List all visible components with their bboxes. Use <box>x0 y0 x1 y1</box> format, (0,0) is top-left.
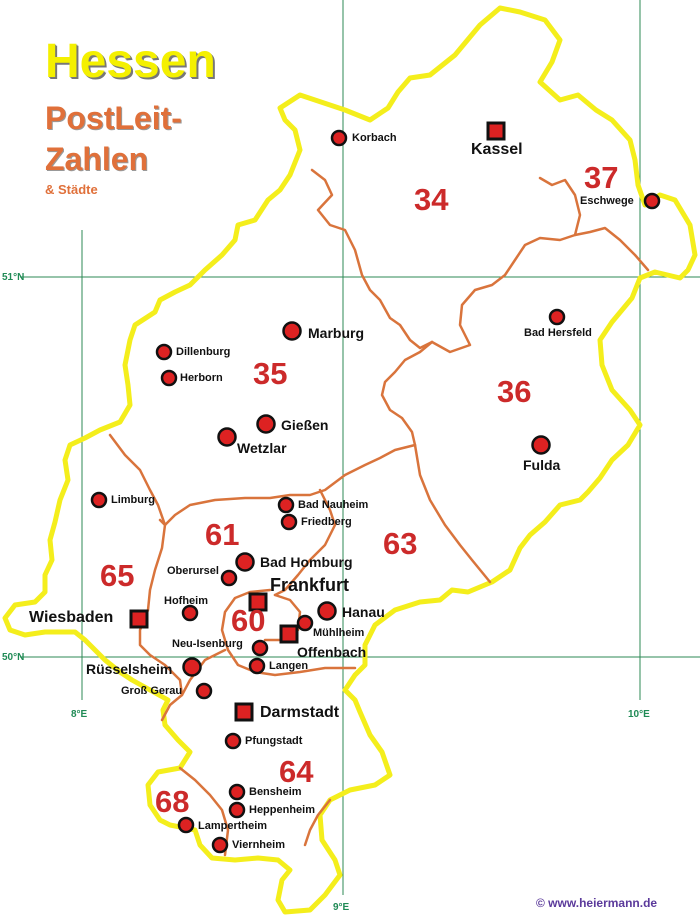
city-label-lampertheim: Lampertheim <box>198 820 268 832</box>
marker-lampertheim <box>177 816 195 834</box>
marker-frankfurt <box>248 592 268 612</box>
lon-label-9: 9°E <box>333 902 350 913</box>
zip-label: 35 <box>253 356 288 391</box>
marker-bad-hersfeld <box>548 308 566 326</box>
zip-label: 61 <box>205 517 240 552</box>
city-label-muehlheim: Mühlheim <box>313 627 365 639</box>
marker-pfungstadt <box>224 732 242 750</box>
city-label-bad-homburg: Bad Homburg <box>260 554 353 570</box>
marker-dillenburg <box>155 343 173 361</box>
city-label-neu-isenburg: Neu-Isenburg <box>172 638 243 650</box>
zip-label: 37 <box>584 160 619 195</box>
lon-label-10: 10°E <box>628 709 650 720</box>
marker-giessen <box>256 414 276 434</box>
grid-lines <box>20 0 700 895</box>
city-label-ruesselsheim: Rüsselsheim <box>86 661 173 677</box>
city-label-kassel: Kassel <box>471 141 523 158</box>
marker-hofheim <box>181 604 199 622</box>
city-label-pfungstadt: Pfungstadt <box>245 735 303 747</box>
marker-darmstadt <box>234 702 254 722</box>
city-label-frankfurt: Frankfurt <box>270 575 350 595</box>
zip-label: 64 <box>279 754 314 789</box>
city-label-heppenheim: Heppenheim <box>249 804 316 816</box>
marker-wetzlar <box>217 427 237 447</box>
lat-label-51: 51°N <box>2 272 25 283</box>
city-markers <box>90 121 661 854</box>
city-label-korbach: Korbach <box>352 132 397 144</box>
marker-hanau <box>317 601 337 621</box>
lon-label-8: 8°E <box>71 709 88 720</box>
city-label-wiesbaden: Wiesbaden <box>29 609 114 626</box>
state-border <box>2 5 698 915</box>
city-label-friedberg: Friedberg <box>301 516 352 528</box>
zip-label: 63 <box>383 526 418 561</box>
city-label-gross-gerau: Groß Gerau <box>121 685 183 697</box>
city-label-dillenburg: Dillenburg <box>176 346 231 358</box>
marker-herborn <box>160 369 178 387</box>
city-label-hofheim: Hofheim <box>164 595 208 607</box>
city-label-bad-hersfeld: Bad Hersfeld <box>524 327 592 339</box>
city-label-oberursel: Oberursel <box>167 565 219 577</box>
map-subtitle-line2: Zahlen <box>45 141 149 177</box>
copyright-notice: © www.heiermann.de <box>536 896 658 910</box>
marker-wiesbaden <box>129 609 149 629</box>
zip-label: 34 <box>414 182 449 217</box>
zip-label: 68 <box>155 784 190 819</box>
marker-kassel <box>486 121 506 141</box>
marker-viernheim <box>211 836 229 854</box>
marker-heppenheim <box>228 801 246 819</box>
city-label-eschwege: Eschwege <box>580 195 634 207</box>
marker-oberursel <box>220 569 238 587</box>
marker-bad-nauheim <box>277 496 295 514</box>
marker-korbach <box>330 129 348 147</box>
marker-marburg <box>282 321 302 341</box>
marker-ruesselsheim <box>182 657 202 677</box>
city-label-limburg: Limburg <box>111 494 155 506</box>
city-label-wetzlar: Wetzlar <box>237 440 287 456</box>
marker-bad-homburg <box>235 552 255 572</box>
marker-muehlheim <box>296 614 314 632</box>
city-label-darmstadt: Darmstadt <box>260 704 340 721</box>
city-label-viernheim: Viernheim <box>232 839 285 851</box>
map-subtitle-line1: PostLeit- <box>45 100 182 136</box>
city-label-bensheim: Bensheim <box>249 786 302 798</box>
zip-label: 60 <box>231 603 266 638</box>
city-label-herborn: Herborn <box>180 372 223 384</box>
marker-eschwege <box>643 192 661 210</box>
lat-label-50: 50°N <box>2 652 25 663</box>
marker-fulda <box>531 435 551 455</box>
marker-offenbach <box>279 624 299 644</box>
city-label-giessen: Gießen <box>281 417 329 433</box>
map-title: Hessen <box>45 35 216 88</box>
zip-label: 65 <box>100 558 135 593</box>
city-label-marburg: Marburg <box>308 325 364 341</box>
marker-gross-gerau <box>195 682 213 700</box>
marker-friedberg <box>280 513 298 531</box>
city-label-hanau: Hanau <box>342 604 385 620</box>
city-label-fulda: Fulda <box>523 457 561 473</box>
map-subtitle-small: & Städte <box>45 182 98 197</box>
city-label-offenbach: Offenbach <box>297 644 367 660</box>
marker-neu-isenburg <box>251 639 269 657</box>
city-label-langen: Langen <box>269 660 309 672</box>
marker-bensheim <box>228 783 246 801</box>
marker-langen <box>248 657 266 675</box>
city-label-bad-nauheim: Bad Nauheim <box>298 499 369 511</box>
marker-limburg <box>90 491 108 509</box>
zip-label: 36 <box>497 374 532 409</box>
